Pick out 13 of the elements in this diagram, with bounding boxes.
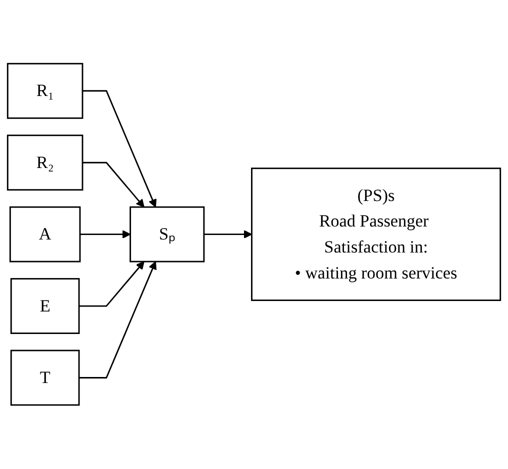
arrow bbox=[79, 261, 156, 379]
arrow bbox=[79, 261, 144, 307]
node-box: E bbox=[10, 278, 80, 334]
arrow bbox=[80, 230, 131, 239]
node-box: R₁ bbox=[6, 63, 84, 120]
node-box: T bbox=[10, 350, 80, 406]
node-box: Sₚ bbox=[130, 206, 205, 262]
node-box: R₂ bbox=[6, 134, 84, 191]
arrow bbox=[204, 230, 252, 239]
node-box: A bbox=[9, 206, 81, 262]
arrow bbox=[82, 162, 144, 208]
arrow bbox=[82, 90, 156, 208]
node-box: (PS)s Road Passenger Satisfaction in: • waiting room services bbox=[251, 168, 502, 302]
